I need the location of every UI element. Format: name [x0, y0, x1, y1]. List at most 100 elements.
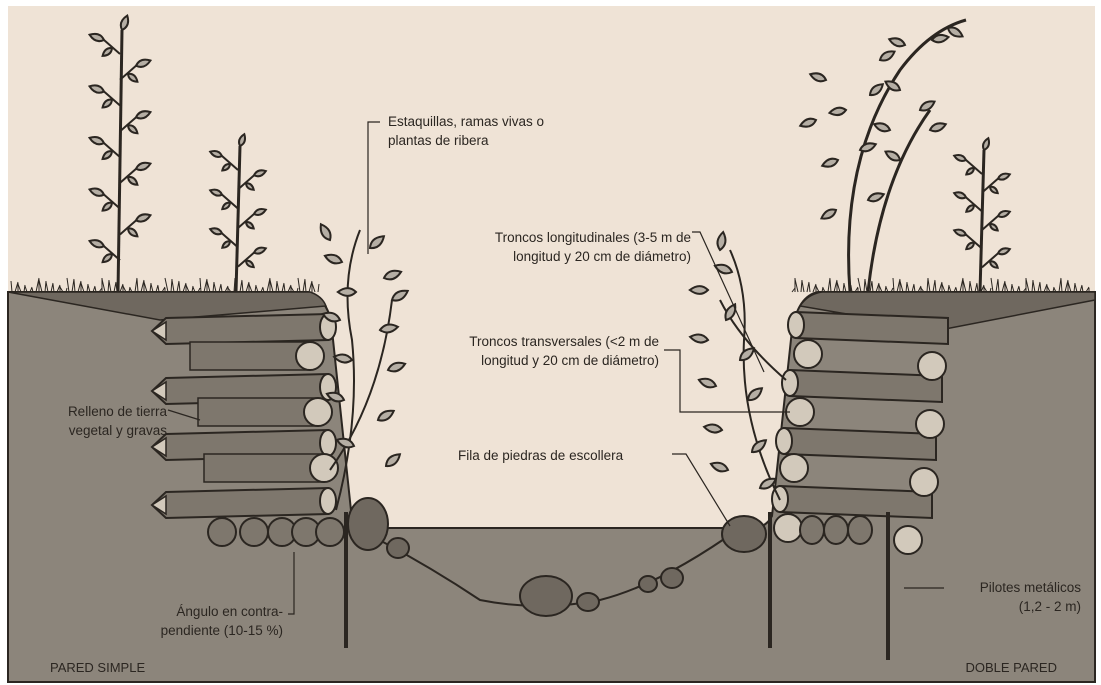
left-wall-logs: [150, 312, 345, 547]
leader-trans-logs: [664, 349, 790, 413]
log-longitudinal: [795, 310, 949, 346]
log-transversal-end: [785, 397, 815, 427]
log-end: [319, 487, 337, 515]
leaf: [376, 409, 396, 422]
log-transversal-end: [303, 397, 333, 427]
leaf: [101, 253, 114, 264]
stone: [638, 575, 658, 593]
leaf: [758, 477, 778, 490]
leaf: [965, 204, 976, 213]
leaf: [221, 162, 232, 172]
leaf: [101, 46, 114, 57]
leaf: [335, 437, 356, 449]
stone: [721, 515, 767, 553]
log-tip: [150, 436, 167, 458]
leaf: [119, 13, 130, 32]
leaf: [965, 241, 976, 251]
log-end: [787, 311, 805, 339]
vine-stem: [329, 299, 393, 471]
leaf: [750, 439, 768, 454]
leaf: [87, 135, 106, 146]
log-transversal-end: [915, 409, 945, 439]
leaf: [918, 100, 936, 112]
base-stone: [847, 515, 873, 545]
leader-rocks: [672, 453, 731, 527]
leader-angle: [288, 552, 295, 615]
grass: [10, 277, 1090, 293]
label-long-line1: Troncos longitudinales (3-5 m de: [494, 230, 691, 245]
label-fill: Relleno de tierra vegetal y gravas: [68, 402, 167, 440]
leaf: [746, 387, 764, 402]
leaf: [988, 222, 999, 232]
leaf: [244, 220, 255, 230]
log-longitudinal: [779, 484, 933, 520]
log-tip: [150, 494, 167, 516]
label-piles-line1: Pilotes metálicos: [979, 580, 1081, 595]
leaf: [378, 323, 400, 334]
label-rocks: Fila de piedras de escollera: [458, 446, 623, 465]
base-stone: [207, 517, 237, 547]
leaf: [384, 453, 402, 468]
base-stone: [239, 517, 269, 547]
title-pared-simple: PARED SIMPLE: [50, 660, 146, 675]
leaf: [884, 80, 902, 92]
log-tip: [150, 380, 167, 402]
leaf: [134, 58, 153, 68]
leaf: [101, 98, 114, 109]
vine-stem: [729, 249, 781, 501]
leaf: [87, 187, 106, 197]
base-stone: [823, 515, 849, 545]
leaf: [988, 260, 999, 269]
leaf: [87, 32, 106, 43]
right-wall-logs: [771, 310, 949, 555]
leaf: [252, 169, 268, 178]
log-transversal-end: [793, 339, 823, 369]
leaf: [688, 333, 710, 344]
right-topsoil: [798, 291, 1096, 331]
stone: [576, 592, 600, 612]
leaf: [134, 161, 153, 172]
leaf: [134, 213, 153, 223]
label-piles-line2: (1,2 - 2 m): [1018, 599, 1081, 614]
log-longitudinal: [789, 368, 943, 404]
leaf: [820, 208, 838, 220]
leaf: [866, 192, 886, 203]
leaf: [988, 185, 999, 195]
log-end: [319, 429, 337, 457]
leaf: [702, 423, 724, 434]
log-transversal-end: [295, 341, 325, 371]
grass-blades: [791, 277, 1090, 293]
leaf: [709, 461, 730, 473]
leaf: [952, 228, 968, 237]
leaf: [697, 377, 718, 389]
leaf: [252, 207, 268, 216]
rip-rap-stones: [347, 497, 767, 617]
leaf: [996, 209, 1012, 218]
leaf: [325, 391, 346, 403]
leader-fill: [167, 409, 201, 421]
leaf: [930, 33, 951, 44]
log-transversal-end: [909, 467, 939, 497]
leaf: [820, 157, 840, 168]
leaf: [336, 287, 358, 297]
label-fill-line1: Relleno de tierra: [67, 404, 167, 419]
tree-trunk: [866, 109, 932, 293]
leaf: [952, 153, 968, 162]
log-end: [775, 427, 793, 455]
leaf: [321, 311, 342, 323]
left-topsoil: [7, 291, 328, 321]
label-angle-line2: pendiente (10-15 %): [160, 623, 283, 638]
leaf: [244, 259, 255, 269]
leaf: [996, 172, 1012, 181]
leaf: [244, 182, 255, 191]
label-cuttings-line1: Estaquillas, ramas vivas o: [388, 114, 545, 129]
log-longitudinal: [150, 486, 329, 520]
label-fill-line2: vegetal y gravas: [68, 423, 167, 438]
label-piles: Pilotes metálicos (1,2 - 2 m): [980, 578, 1081, 616]
log-transversal-end: [893, 525, 923, 555]
label-long-line2: longitud y 20 cm de diámetro): [513, 249, 691, 264]
leaf: [126, 227, 139, 238]
leaf: [724, 302, 737, 322]
label-rocks-text: Fila de piedras de escollera: [458, 448, 624, 463]
leaf: [827, 106, 848, 117]
